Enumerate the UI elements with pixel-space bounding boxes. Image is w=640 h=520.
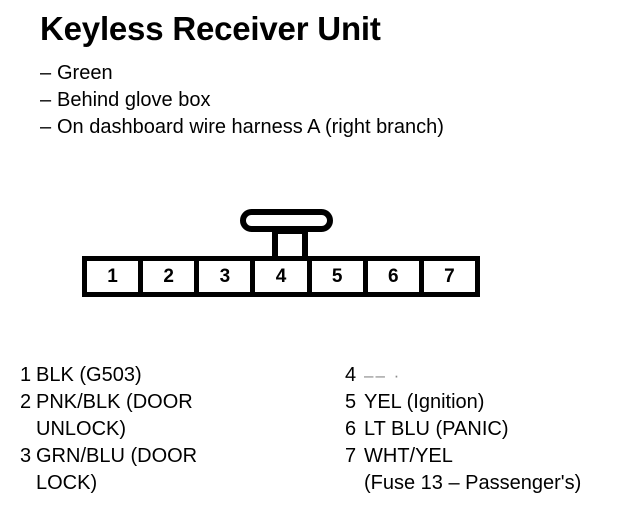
connector-pin-6: 6 xyxy=(367,261,419,292)
note-item: – Behind glove box xyxy=(40,87,600,114)
legend-pin-label: YEL (Ignition) xyxy=(364,391,485,413)
legend-pin-label: PNK/BLK (DOOR UNLOCK) xyxy=(36,391,193,440)
legend-entry-5: 5 YEL (Ignition) xyxy=(345,389,640,416)
page-title: Keyless Receiver Unit xyxy=(40,10,381,47)
legend-pin-label: GRN/BLU (DOOR LOCK) xyxy=(36,445,198,494)
note-item: – On dashboard wire harness A (right bra… xyxy=(40,114,600,141)
legend-pin-number: 2 xyxy=(20,391,32,413)
locking-tab-neck-left xyxy=(272,228,278,258)
legend-pin-number: 4 xyxy=(345,364,357,386)
locking-tab-neck-right xyxy=(302,228,308,258)
legend-entry-7: 7 WHT/YEL (Fuse 13 – Passenger's) xyxy=(345,443,640,497)
legend-pin-number: 5 xyxy=(345,391,357,413)
connector-pin-7: 7 xyxy=(423,261,475,292)
legend-entry-6: 6 LT BLU (PANIC) xyxy=(345,416,640,443)
legend-pin-number: 3 xyxy=(20,445,32,467)
note-item: – Green xyxy=(40,60,600,87)
connector-pin-2: 2 xyxy=(143,261,195,292)
note-text: On dashboard wire harness A (right branc… xyxy=(57,116,444,138)
legend-pin-label: –– · xyxy=(364,366,402,385)
notes-list: – Green – Behind glove box – On dashboar… xyxy=(40,60,600,141)
dash-icon: – xyxy=(40,62,52,84)
connector-pin-4: 4 xyxy=(255,261,307,292)
connector-pin-1: 1 xyxy=(87,261,139,292)
legend-pin-label: WHT/YEL (Fuse 13 – Passenger's) xyxy=(364,445,582,494)
legend-pin-number: 7 xyxy=(345,445,357,467)
legend-pin-label: LT BLU (PANIC) xyxy=(364,418,509,440)
note-text: Green xyxy=(57,62,113,84)
connector-pin-5: 5 xyxy=(311,261,363,292)
dash-icon: – xyxy=(40,89,52,111)
legend-pin-label: BLK (G503) xyxy=(36,364,142,386)
pin-legend-right: 4 –– · 5 YEL (Ignition) 6 LT BLU (PANIC)… xyxy=(345,362,640,497)
legend-entry-1: 1 BLK (G503) xyxy=(20,362,330,389)
dash-icon: – xyxy=(40,116,52,138)
connector-diagram: 1 2 3 4 5 6 7 xyxy=(82,209,482,299)
connector-pin-3: 3 xyxy=(199,261,251,292)
legend-pin-number: 1 xyxy=(20,364,32,386)
pin-legend-left: 1 BLK (G503) 2 PNK/BLK (DOOR UNLOCK) 3 G… xyxy=(20,362,330,497)
note-text: Behind glove box xyxy=(57,89,211,111)
legend-entry-3: 3 GRN/BLU (DOOR LOCK) xyxy=(20,443,330,497)
connector-housing: 1 2 3 4 5 6 7 xyxy=(82,256,480,297)
legend-entry-4: 4 –– · xyxy=(345,362,640,389)
legend-entry-2: 2 PNK/BLK (DOOR UNLOCK) xyxy=(20,389,330,443)
locking-tab-neck-fill xyxy=(272,228,308,234)
legend-pin-number: 6 xyxy=(345,418,357,440)
